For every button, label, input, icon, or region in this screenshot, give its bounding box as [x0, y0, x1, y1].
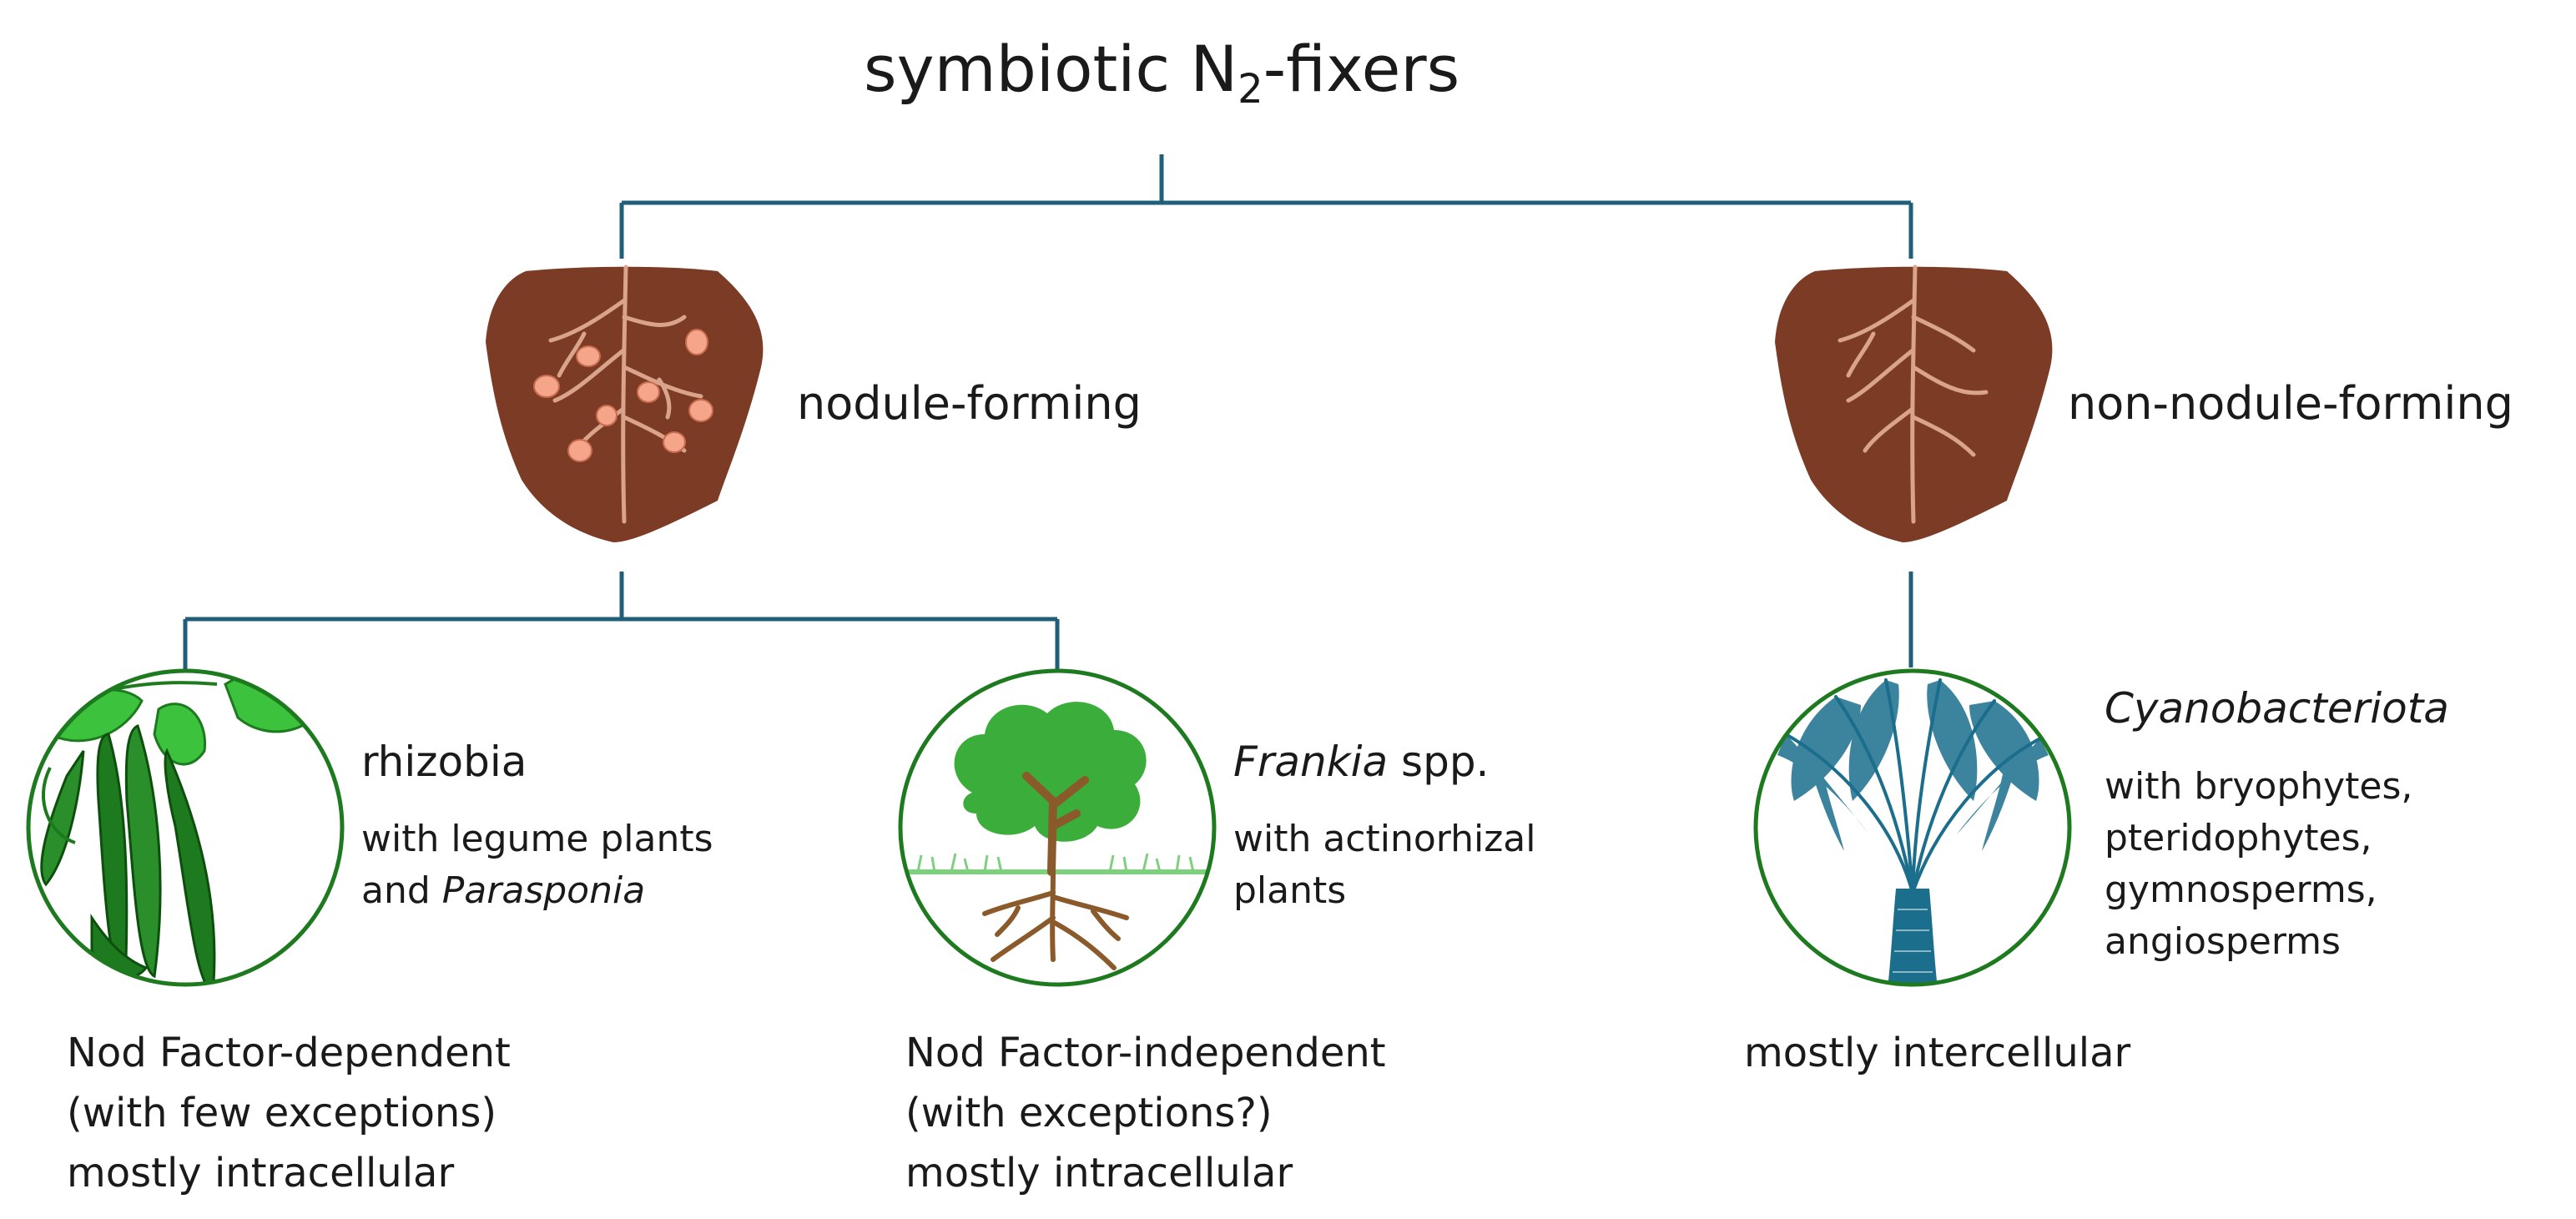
- rhizobia-host-line1: with legume plants: [361, 818, 713, 860]
- cyanobacteriota-host-3: angiosperms: [2105, 920, 2341, 963]
- tree-roots: [982, 869, 1129, 970]
- nodule-forming-soil-icon: [486, 264, 764, 542]
- rhizobia-circle-border: [26, 668, 345, 987]
- rhizobia-host-line2: and Parasponia: [361, 865, 645, 917]
- root-system: [1837, 264, 1989, 524]
- palm-trunk-texture: [1893, 909, 1933, 973]
- nodule-forming-label: nodule-forming: [797, 377, 1142, 430]
- cyanobacteriota-illustration: [1753, 668, 2072, 987]
- rhizobia-footer-line3: mostly intracellular: [67, 1150, 455, 1196]
- title-prefix: symbiotic N: [864, 32, 1238, 106]
- frankia-host-line2: plants: [1233, 869, 1347, 912]
- frankia-footer-line2: (with exceptions?): [905, 1090, 1273, 1136]
- tree-connectors: [183, 154, 1913, 672]
- frankia-footer-line3: mostly intracellular: [905, 1150, 1293, 1196]
- frankia-name: Frankia spp.: [1233, 738, 1489, 786]
- cyanobacteriota-host-1: pteridophytes,: [2105, 817, 2372, 859]
- diagram-title: symbiotic N2-fixers: [864, 32, 1459, 113]
- frankia-name-italic: Frankia: [1233, 738, 1389, 786]
- frankia-footer-line1: Nod Factor-independent: [905, 1030, 1386, 1076]
- non-nodule-forming-label: non-nodule-forming: [2068, 377, 2513, 430]
- cyanobacteriota-name: Cyanobacteriota: [2105, 684, 2449, 733]
- palm-frond-leaves: [1777, 680, 2049, 851]
- cyanobacteriota-host-0: with bryophytes,: [2105, 765, 2413, 808]
- cyanobacteriota-footer-line1: mostly intercellular: [1744, 1030, 2131, 1076]
- tree-crown: [954, 702, 1147, 842]
- root-nodules: [533, 329, 713, 462]
- frankia-name-suffix: spp.: [1388, 738, 1490, 786]
- cyanobacteriota-host-2: gymnosperms,: [2105, 869, 2377, 911]
- title-suffix: -fixers: [1263, 32, 1460, 106]
- bean-pod: [40, 750, 85, 887]
- grass-blades: [916, 853, 1195, 873]
- rhizobia-footer-line2: (with few exceptions): [67, 1090, 497, 1136]
- cyanobacteriota-circle-border: [1753, 668, 2072, 987]
- tendril: [42, 767, 76, 844]
- bean-pod: [124, 724, 162, 979]
- bean-pod: [164, 748, 216, 985]
- palm-trunk: [1888, 889, 1938, 985]
- frankia-circle-border: [898, 668, 1217, 987]
- rhizobia-host-parasponia: Parasponia: [441, 869, 646, 912]
- tree-trunk: [1022, 772, 1089, 876]
- rhizobia-name: rhizobia: [361, 738, 527, 786]
- non-nodule-forming-soil-icon: [1775, 264, 2053, 542]
- title-subscript: 2: [1238, 66, 1263, 113]
- rhizobia-illustration: [26, 668, 345, 987]
- rhizobia-footer-line1: Nod Factor-dependent: [67, 1030, 511, 1076]
- rhizobia-host-line2-prefix: and: [361, 869, 442, 912]
- frankia-host-line1: with actinorhizal: [1233, 818, 1536, 860]
- frankia-illustration: [898, 668, 1217, 987]
